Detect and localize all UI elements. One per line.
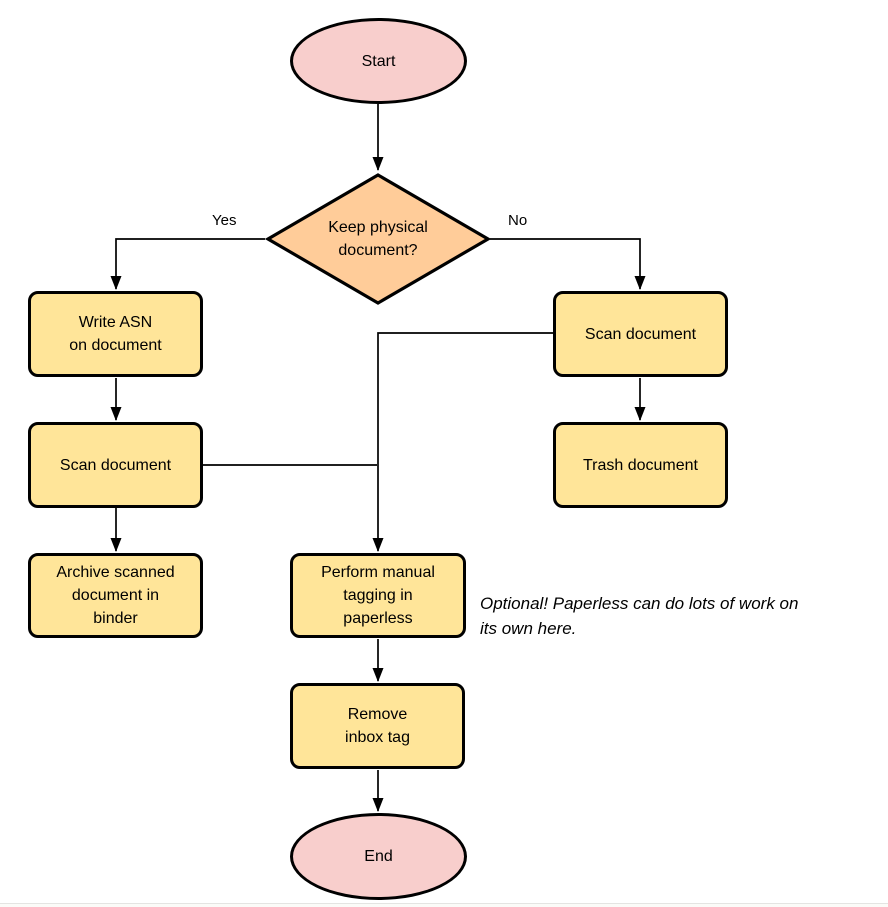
edge-decision-no-to-scan-right: [490, 238, 646, 290]
node-start: Start: [290, 18, 467, 104]
node-scan-document-right: Scan document: [553, 291, 728, 377]
optional-paperless-note: Optional! Paperless can do lots of work …: [480, 594, 799, 638]
edge-label-no: No: [506, 212, 530, 230]
node-start-label: Start: [361, 52, 396, 70]
node-trash-document: Trash document: [553, 422, 728, 508]
edge-label-yes: Yes: [210, 212, 239, 230]
node-write-asn-on-document: Write ASN on document: [28, 291, 203, 377]
node-remove-inbox-tag: Remove inbox tag: [290, 683, 465, 769]
node-perform-manual-tagging: Perform manual tagging in paperless: [290, 553, 466, 638]
node-tagging-label: Perform manual tagging in paperless: [321, 564, 435, 627]
node-decision-keep-physical-document: Keep physical document?: [265, 172, 491, 306]
node-archive-scanned-document: Archive scanned document in binder: [28, 553, 203, 638]
node-write-asn-label: Write ASN on document: [69, 314, 162, 354]
page-bottom-edge: [0, 903, 888, 907]
node-scan-right-label: Scan document: [584, 325, 697, 343]
node-archive-label: Archive scanned document in binder: [56, 564, 175, 627]
node-trash-label: Trash document: [582, 456, 698, 474]
node-scan-document-left: Scan document: [28, 422, 203, 508]
edge-scan-right-to-tagging: [372, 332, 553, 552]
node-decision-label: Keep physical document?: [328, 219, 428, 259]
decision-diamond-shape: [265, 173, 491, 305]
node-end-label: End: [364, 848, 393, 865]
node-end: End: [290, 813, 467, 900]
edge-decision-yes-to-write-asn: [110, 238, 265, 290]
node-scan-left-label: Scan document: [59, 456, 172, 474]
node-remove-label: Remove inbox tag: [345, 706, 410, 746]
